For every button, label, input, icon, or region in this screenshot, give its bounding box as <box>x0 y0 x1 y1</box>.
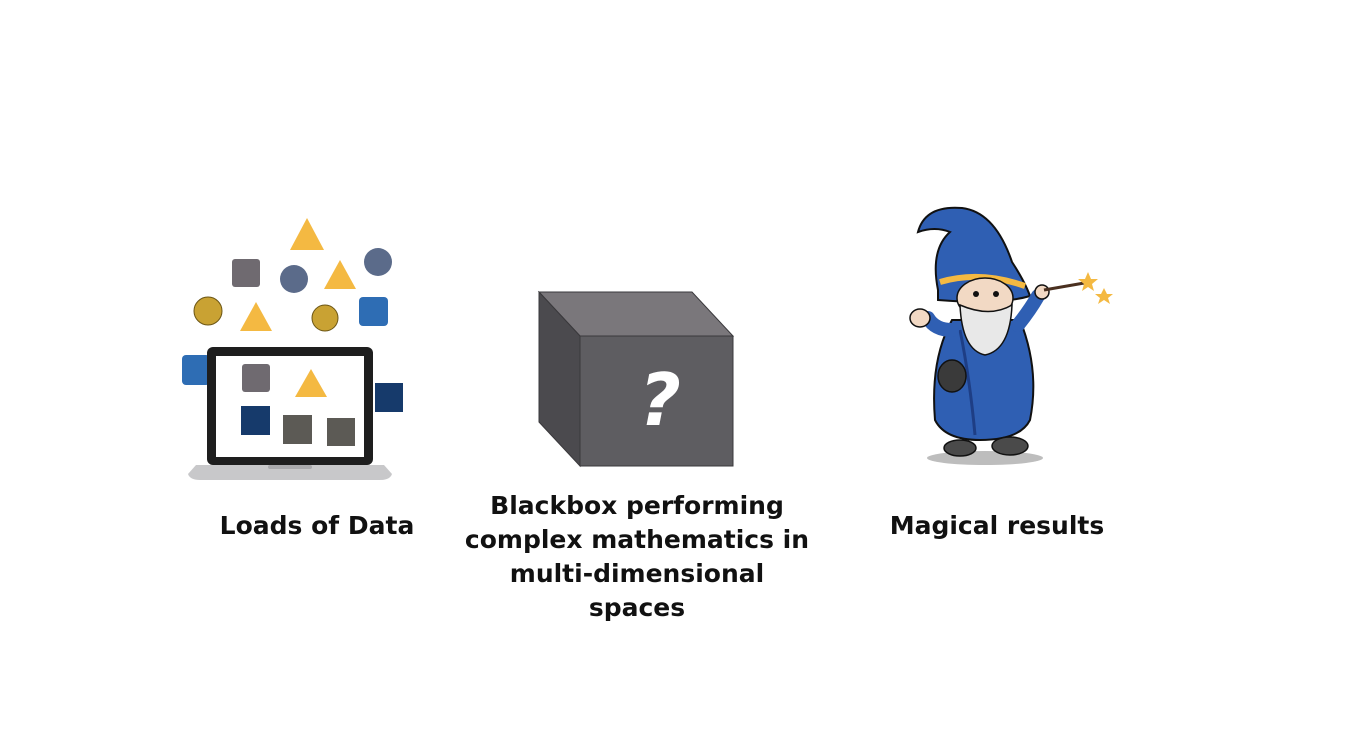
gold-triangle-icon <box>240 302 272 331</box>
gold-triangle-icon <box>324 260 356 289</box>
gold-circle-icon <box>193 296 223 326</box>
blackbox-question-mark: ? <box>639 358 681 442</box>
gray-square-icon <box>232 259 260 287</box>
cube-icon <box>537 290 735 468</box>
laptop-icon <box>188 347 392 480</box>
slate-circle-icon <box>280 265 308 293</box>
gold-triangle-icon <box>290 218 324 250</box>
wizard-icon <box>909 206 1113 465</box>
gold-circle-icon <box>311 304 339 332</box>
data-caption: Loads of Data <box>219 511 415 540</box>
slate-circle-icon <box>364 248 392 276</box>
results-caption: Magical results <box>889 511 1105 540</box>
blackbox-caption: Blackbox performing complex mathematics … <box>464 491 810 622</box>
navy-square-icon <box>375 383 403 412</box>
blue-square-icon <box>359 297 388 326</box>
blue-square-icon <box>182 355 210 385</box>
